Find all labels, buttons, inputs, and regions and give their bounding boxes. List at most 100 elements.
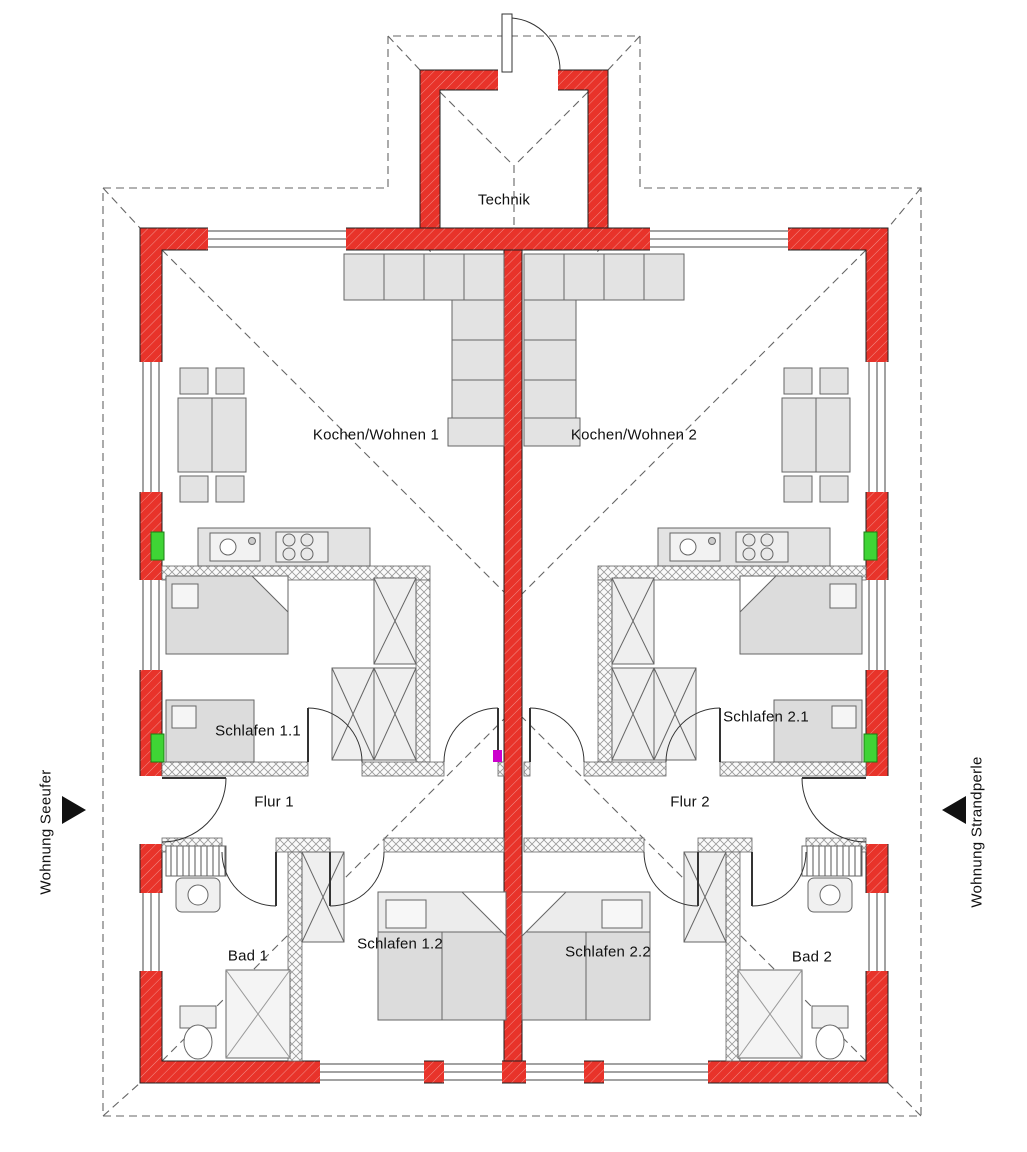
bad2-fixtures xyxy=(737,845,863,1060)
wall-flur2-bottom-b xyxy=(697,837,753,853)
room-label-schlafen-2-2: Schlafen 2.2 xyxy=(565,943,651,961)
window-left-bedroom xyxy=(139,580,163,670)
downpipe-marker xyxy=(863,733,878,763)
pillow xyxy=(601,899,643,929)
schlafen21-furniture xyxy=(611,575,863,763)
pillow xyxy=(171,583,199,609)
door-schlafen21 xyxy=(665,707,721,763)
wardrobe xyxy=(331,667,375,761)
room-label-bad-2: Bad 2 xyxy=(791,948,833,966)
wall-flur1-top-b xyxy=(361,761,445,777)
downpipe-marker xyxy=(150,531,165,561)
bed-fold xyxy=(460,891,507,938)
wall-schlafen21-left xyxy=(597,579,613,763)
radiator xyxy=(165,845,227,877)
chair xyxy=(215,475,245,503)
wardrobe xyxy=(301,851,345,943)
wall-flur2-top-b xyxy=(583,761,667,777)
party-wall xyxy=(504,250,522,1061)
magenta-marker xyxy=(493,750,502,762)
window-bottom-center-right xyxy=(526,1060,584,1084)
radiator xyxy=(801,845,863,877)
doors xyxy=(161,13,867,907)
door-schlafen22 xyxy=(643,851,699,907)
kitchen-counter-right xyxy=(657,527,831,567)
chair xyxy=(179,475,209,503)
entrance-opening-left xyxy=(139,776,163,844)
wall-bad1-schlafen12 xyxy=(287,851,303,1062)
chair xyxy=(783,367,813,395)
cabinet-row-left xyxy=(343,253,505,301)
entrance-opening-right xyxy=(865,776,889,844)
wardrobe xyxy=(683,851,727,943)
entrance-arrow-left-icon xyxy=(62,796,86,824)
bed-fold xyxy=(739,575,778,614)
chair xyxy=(179,367,209,395)
cabinet-row-right xyxy=(523,253,685,301)
windows xyxy=(139,69,889,1084)
room-label-schlafen-2-1: Schlafen 2.1 xyxy=(723,708,809,726)
party-wall-outline xyxy=(503,249,523,1062)
markers xyxy=(150,531,878,763)
entrance-arrow-right-icon xyxy=(942,796,966,824)
door-schlafen12 xyxy=(329,851,385,907)
chair xyxy=(783,475,813,503)
dining-set-left xyxy=(177,367,247,503)
interior-walls xyxy=(161,565,867,1062)
chair xyxy=(215,367,245,395)
entrance-door-left xyxy=(161,777,227,843)
door-living2 xyxy=(529,707,585,763)
dining-set-right xyxy=(781,367,851,503)
wall-bottom xyxy=(140,1061,888,1083)
room-label-kochen-wohnen-1: Kochen/Wohnen 1 xyxy=(312,426,440,444)
room-label-flur-1: Flur 1 xyxy=(254,793,294,811)
window-left-living xyxy=(139,362,163,492)
technik-roof-lines xyxy=(424,91,604,335)
toilet xyxy=(815,1024,845,1060)
faucet xyxy=(708,537,716,545)
technik-wall-right xyxy=(588,70,608,228)
technik-door xyxy=(501,13,561,73)
pillow xyxy=(829,583,857,609)
schlafen12-furniture xyxy=(301,851,507,1021)
kitchen-counter-left xyxy=(197,527,371,567)
bed-fold xyxy=(521,891,568,938)
window-top-left xyxy=(208,227,346,251)
sofa-left xyxy=(447,299,505,447)
window-right-living xyxy=(865,362,889,492)
pillow xyxy=(385,899,427,929)
room-label-schlafen-1-2: Schlafen 1.2 xyxy=(357,935,443,953)
downpipe-marker xyxy=(150,733,165,763)
technik-wall-left xyxy=(420,70,440,228)
wall-flur1-bottom-b xyxy=(275,837,331,853)
wall-schlafen11-right xyxy=(415,579,431,763)
wall-flur2-top-c xyxy=(719,761,867,777)
faucet xyxy=(248,537,256,545)
window-right-bath xyxy=(865,893,889,971)
sofa-right xyxy=(523,299,581,447)
door-bad2 xyxy=(751,851,807,907)
window-left-bath xyxy=(139,893,163,971)
wall-flur2-top-a xyxy=(523,761,531,777)
wall-flur1-top-c xyxy=(497,761,505,777)
room-label-flur-2: Flur 2 xyxy=(670,793,710,811)
window-right-bedroom xyxy=(865,580,889,670)
door-living1 xyxy=(443,707,499,763)
room-label-bad-1: Bad 1 xyxy=(227,947,269,965)
pillow xyxy=(171,705,197,729)
technik-door-opening xyxy=(498,69,558,91)
entrance-door-right xyxy=(801,777,867,843)
bed-fold xyxy=(250,575,289,614)
wardrobe xyxy=(611,667,655,761)
room-label-technik: Technik xyxy=(477,191,531,209)
wall-flur1-bottom-c xyxy=(383,837,505,853)
bad1-fixtures xyxy=(165,845,291,1060)
furniture xyxy=(165,253,863,1060)
roof-corner-miters xyxy=(102,35,922,1117)
chair xyxy=(819,475,849,503)
wall-flur1-top-a xyxy=(161,761,309,777)
door-schlafen11 xyxy=(307,707,363,763)
apartment-label-right: Wohnung Strandperle xyxy=(968,756,986,908)
